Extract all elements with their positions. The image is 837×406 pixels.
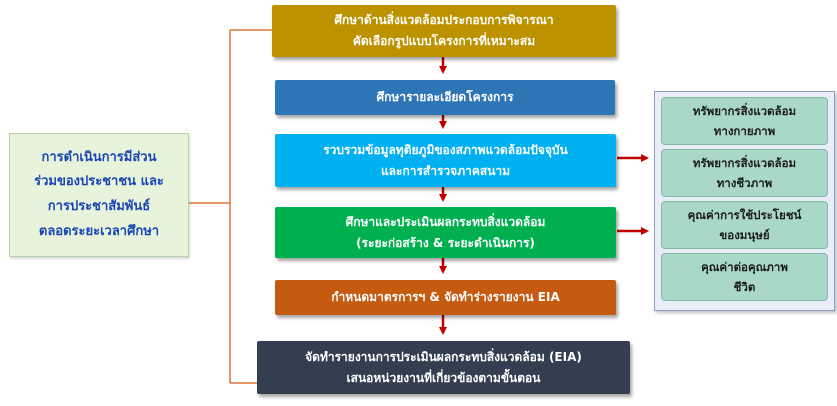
- step-2-box: ศึกษารายละเอียดโครงการ: [275, 80, 615, 115]
- step-4-box: ศึกษาและประเมินผลกระทบสิ่งแวดล้อม (ระยะก…: [275, 207, 616, 258]
- resource-1-line-1: ทรัพยากรสิ่งแวดล้อม: [692, 103, 797, 118]
- step-1-box: ศึกษาด้านสิ่งแวดล้อมประกอบการพิจารณา คัด…: [272, 5, 616, 57]
- resource-1-line-2: ทางกายภาพ: [713, 124, 776, 138]
- resource-3-line-1: คุณค่าการใช้ประโยชน์: [687, 207, 802, 222]
- step-4-line-2: (ระยะก่อสร้าง & ระยะดำเนินการ): [356, 235, 535, 250]
- step-6-box: จัดทำรายงานการประเมินผลกระทบสิ่งแวดล้อม …: [257, 341, 630, 394]
- resource-4-line-1: คุณค่าต่อคุณภาพ: [701, 259, 788, 274]
- step-6-line-2: เสนอหน่วยงานที่เกี่ยวข้องตามขั้นตอน: [346, 370, 541, 385]
- step-3-line-2: และการสำรวจภาคสนาม: [380, 163, 511, 178]
- participation-line-3: การประชาสัมพันธ์: [47, 199, 151, 214]
- resource-quality-of-life-box: คุณค่าต่อคุณภาพ ชีวิต: [661, 253, 828, 301]
- participation-line-4: ตลอดระยะเวลาศึกษา: [38, 223, 160, 239]
- step-1-line-1: ศึกษาด้านสิ่งแวดล้อมประกอบการพิจารณา: [334, 13, 554, 27]
- public-participation-box: การดำเนินการมีส่วน ร่วมของประชาชน และ กา…: [9, 133, 189, 257]
- resource-2-line-2: ทางชีวภาพ: [716, 176, 773, 190]
- participation-line-1: การดำเนินการมีส่วน: [41, 149, 157, 165]
- resource-physical-box: ทรัพยากรสิ่งแวดล้อม ทางกายภาพ: [661, 97, 828, 145]
- participation-line-2: ร่วมของประชาชน และ: [34, 174, 164, 190]
- resource-biological-box: ทรัพยากรสิ่งแวดล้อม ทางชีวภาพ: [661, 149, 828, 197]
- step-1-line-2: คัดเลือกรูปแบบโครงการที่เหมาะสม: [352, 34, 536, 48]
- step-4-line-1: ศึกษาและประเมินผลกระทบสิ่งแวดล้อม: [345, 214, 546, 229]
- step-5-box: กำหนดมาตรการฯ & จัดทำร่างรายงาน EIA: [275, 280, 616, 315]
- step-6-line-1: จัดทำรายงานการประเมินผลกระทบสิ่งแวดล้อม …: [305, 349, 582, 364]
- step-5-line-1: กำหนดมาตรการฯ & จัดทำร่างรายงาน EIA: [331, 290, 560, 304]
- step-3-box: รวบรวมข้อมูลทุติยภูมิของสภาพแวดล้อมปัจจุ…: [275, 134, 616, 187]
- bracket-connector: [189, 29, 272, 384]
- step-3-line-1: รวบรวมข้อมูลทุติยภูมิของสภาพแวดล้อมปัจจุ…: [323, 142, 568, 157]
- environmental-resources-panel: ทรัพยากรสิ่งแวดล้อม ทางกายภาพ ทรัพยากรสิ…: [654, 91, 835, 311]
- step-2-line-1: ศึกษารายละเอียดโครงการ: [376, 90, 514, 104]
- resource-human-use-box: คุณค่าการใช้ประโยชน์ ของมนุษย์: [661, 201, 828, 249]
- resource-4-line-2: ชีวิต: [733, 280, 756, 294]
- resource-3-line-2: ของมนุษย์: [719, 228, 770, 242]
- resource-2-line-1: ทรัพยากรสิ่งแวดล้อม: [692, 155, 797, 170]
